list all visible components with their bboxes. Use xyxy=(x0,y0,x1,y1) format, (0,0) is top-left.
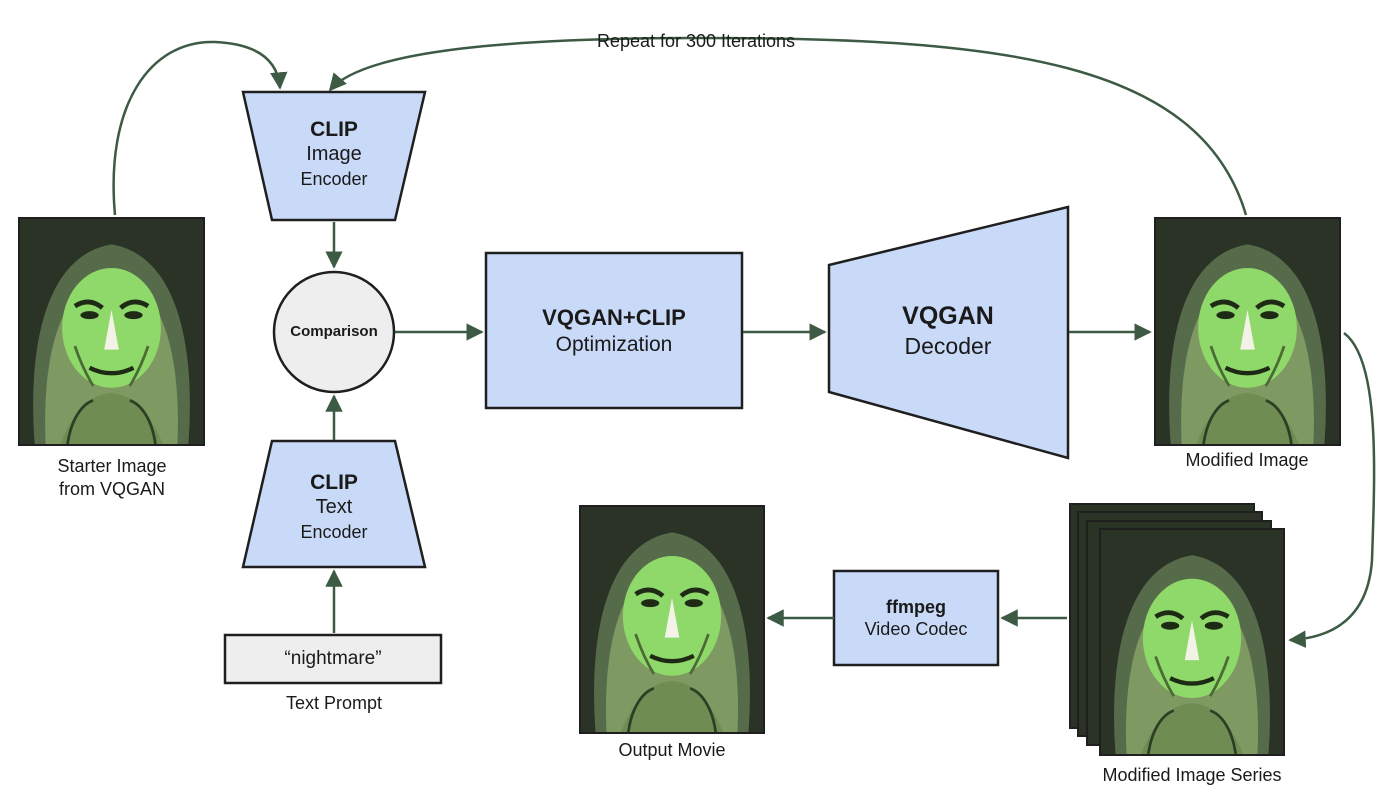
starter-caption-line2: from VQGAN xyxy=(58,479,165,499)
clip-text-encoder: CLIP Text Encoder xyxy=(268,470,400,544)
output-movie-image xyxy=(579,505,765,734)
clip-image-encoder: CLIP Image Encoder xyxy=(268,117,400,191)
ffmpeg-title: ffmpeg xyxy=(886,597,946,617)
loop-label: Repeat for 300 Iterations xyxy=(596,31,796,51)
series-caption: Modified Image Series xyxy=(1102,765,1282,785)
clip-text-encoder-shape xyxy=(241,439,427,569)
prompt-caption: Text Prompt xyxy=(285,693,383,713)
optimization-box-shape xyxy=(484,251,744,410)
clip-image-encoder-line1: Image xyxy=(306,143,362,165)
prompt-box-shape xyxy=(223,633,443,685)
decoder-subtitle: Decoder xyxy=(904,333,992,359)
modified-caption: Modified Image xyxy=(1185,450,1309,470)
clip-image-encoder-shape xyxy=(241,90,427,222)
arrow-modified-to-series xyxy=(1288,332,1376,648)
arrow-loop-back xyxy=(328,36,1248,216)
decoder-title: VQGAN xyxy=(902,302,994,330)
portrait-illustration xyxy=(20,219,203,444)
ffmpeg-box: ffmpeg Video Codec xyxy=(834,596,998,640)
vqgan-decoder: VQGAN Decoder xyxy=(858,301,1038,361)
comparison-node-shape xyxy=(272,270,396,394)
optimization-subtitle: Optimization xyxy=(555,333,673,356)
starter-caption: Starter Image from VQGAN xyxy=(12,455,212,501)
ffmpeg-subtitle: Video Codec xyxy=(864,619,968,639)
clip-image-encoder-line2: Encoder xyxy=(300,169,368,189)
comparison-node: Comparison xyxy=(290,323,378,340)
optimization-box: VQGAN+CLIP Optimization xyxy=(486,304,742,358)
starter-image xyxy=(18,217,205,446)
clip-text-encoder-line2: Encoder xyxy=(300,522,368,542)
vqgan-decoder-shape xyxy=(827,205,1070,460)
starter-caption-line1: Starter Image xyxy=(57,456,167,476)
modified-image xyxy=(1154,217,1341,446)
arrow-starter-to-image-encoder xyxy=(112,40,288,216)
clip-text-encoder-title: CLIP xyxy=(310,471,358,494)
portrait-illustration xyxy=(1101,530,1283,754)
series-image-1 xyxy=(1099,528,1285,756)
optimization-title: VQGAN+CLIP xyxy=(542,305,686,330)
portrait-illustration xyxy=(581,507,763,732)
prompt-value: “nightmare” xyxy=(284,648,382,669)
output-caption: Output Movie xyxy=(618,740,726,760)
clip-text-encoder-line1: Text xyxy=(315,496,353,518)
clip-image-encoder-title: CLIP xyxy=(310,118,358,141)
portrait-illustration xyxy=(1156,219,1339,444)
